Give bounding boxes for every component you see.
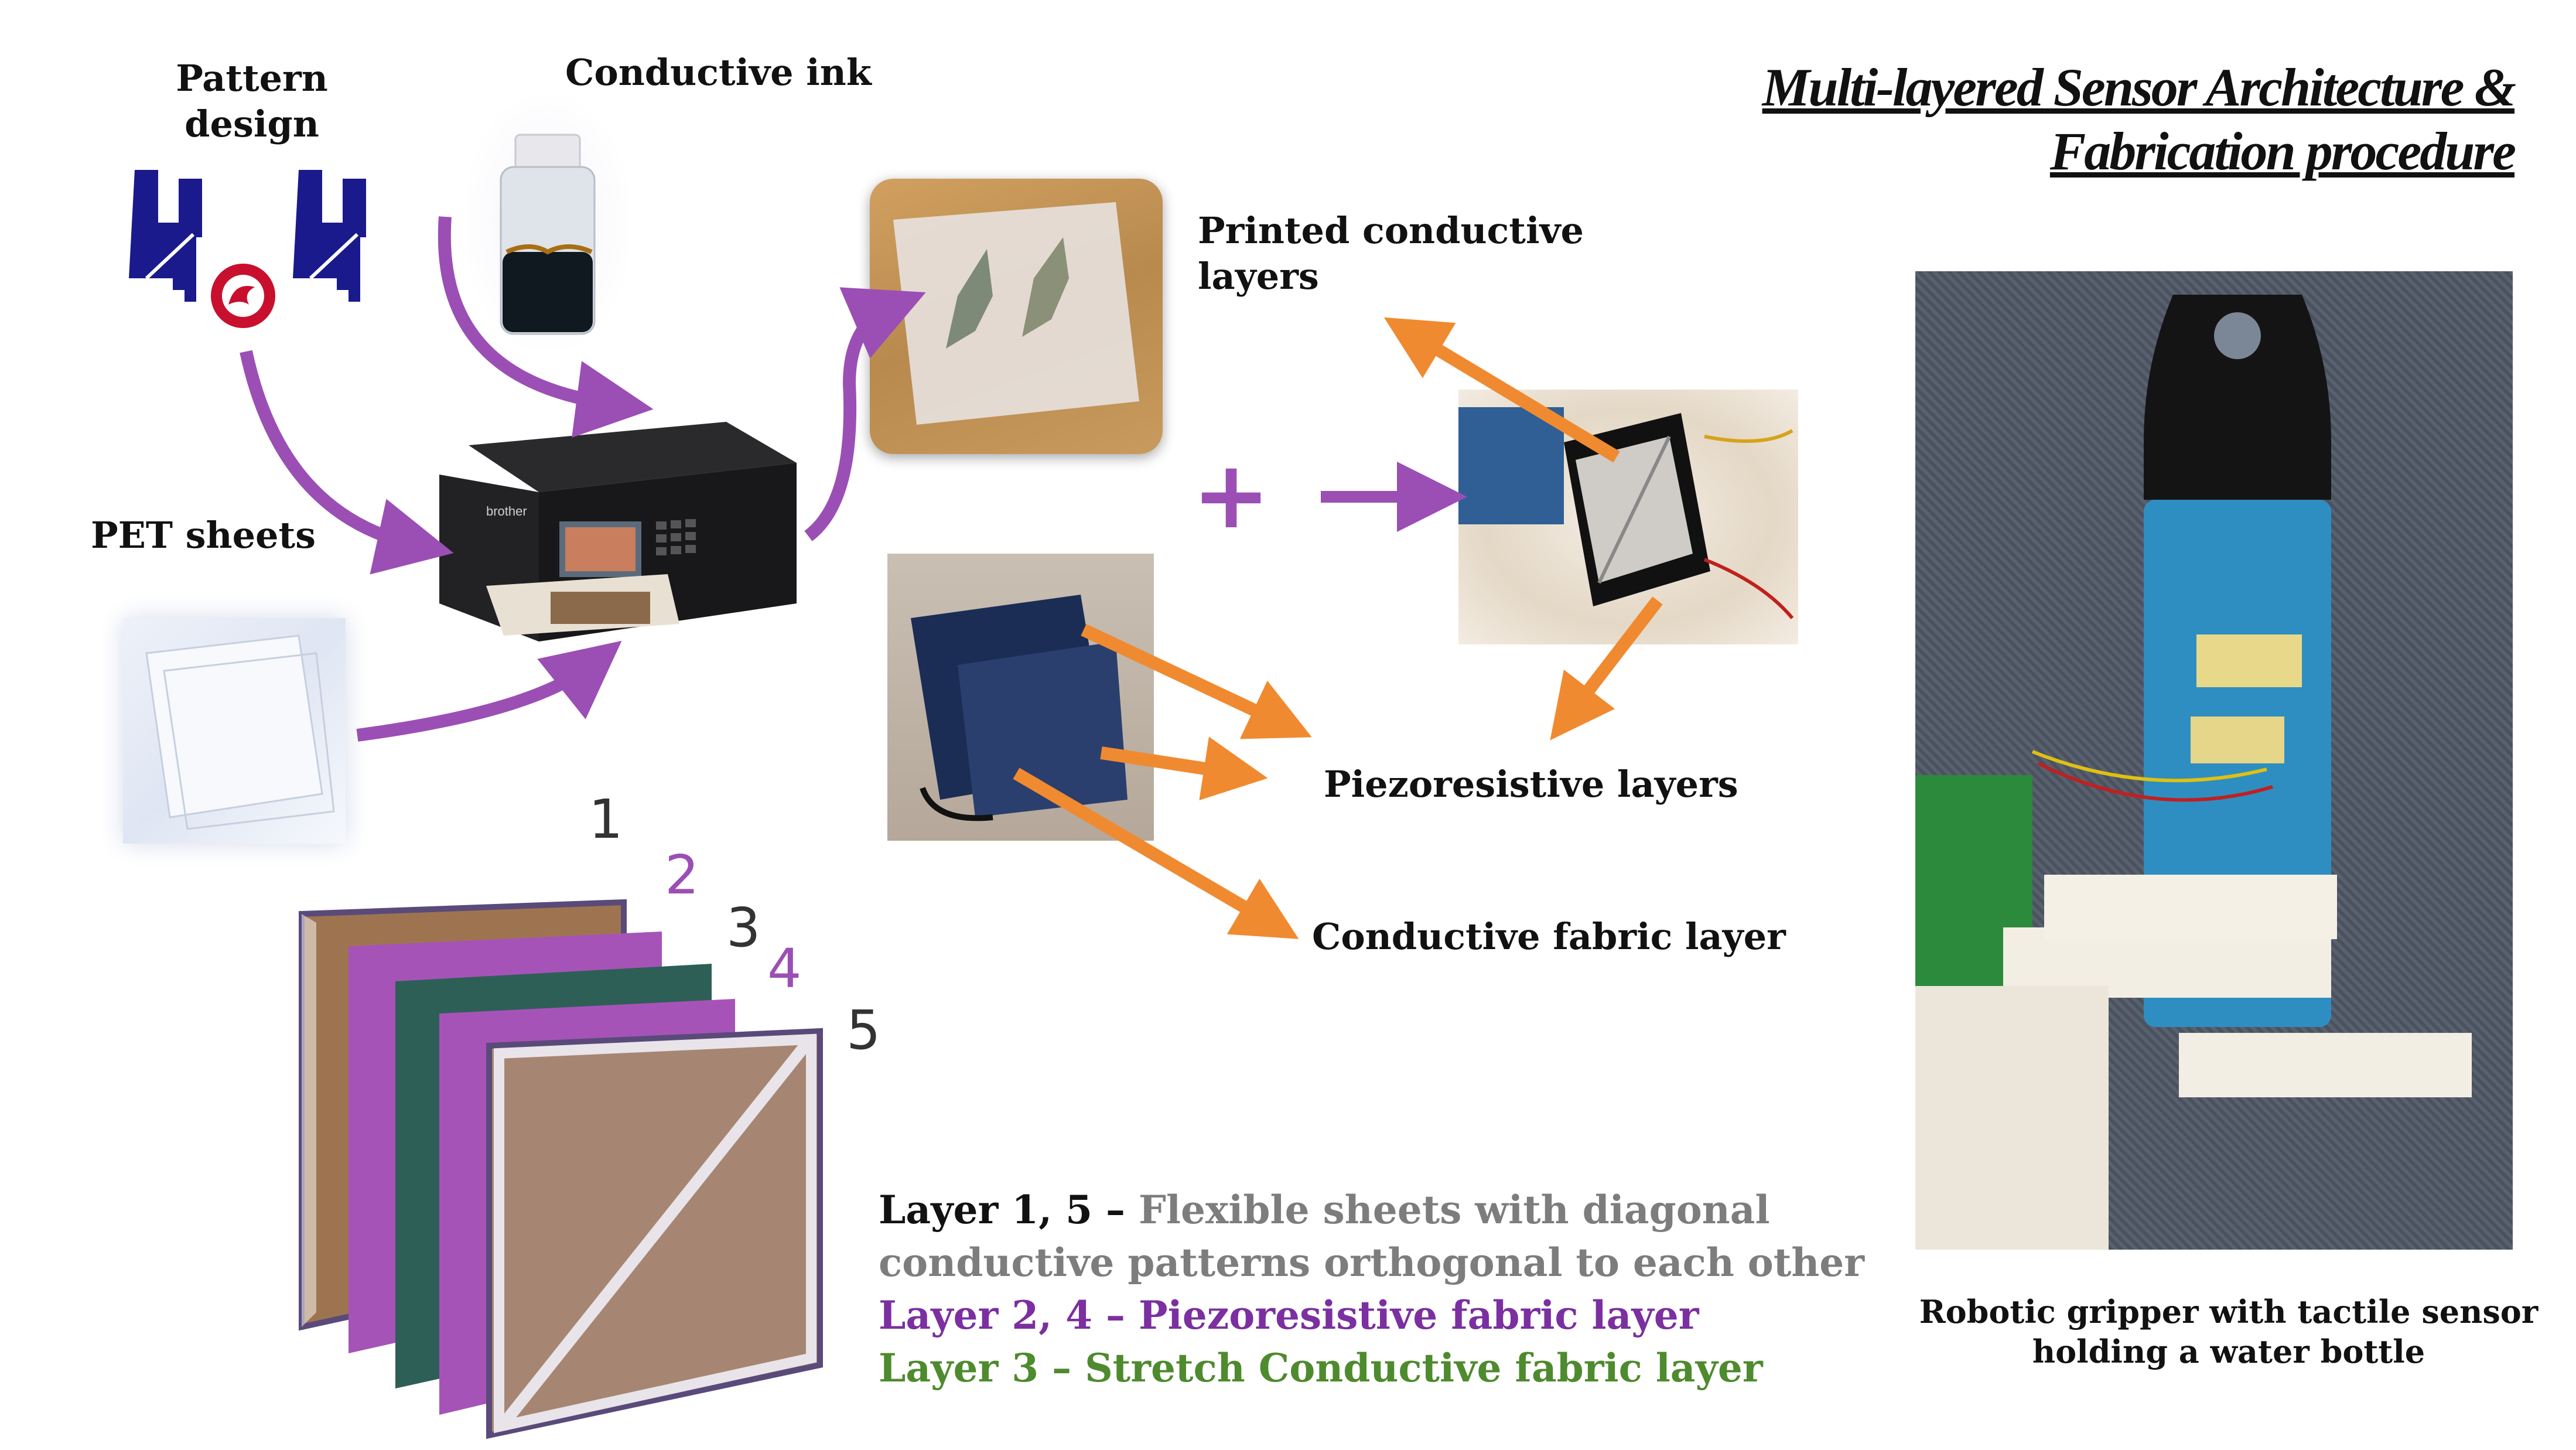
plus-sign: + — [1192, 440, 1271, 550]
piezoresistive-layers-label: Piezoresistive layers — [1324, 763, 1738, 806]
sensor-logo-icon — [211, 264, 275, 328]
arrow-pet-to-printer — [356, 640, 622, 742]
conductive-ink-photo — [466, 97, 630, 349]
title-line-1: Multi-layered Sensor Architecture & — [1762, 57, 2516, 117]
arrow-ink-to-printer — [438, 216, 654, 438]
layer-number-1: 1 — [589, 788, 623, 851]
arrow-device-to-printed-label — [1383, 317, 1620, 463]
printed-layers-label: Printed conductive layers — [1198, 208, 1584, 299]
fabric-photo — [887, 554, 1154, 841]
layer-number-4: 4 — [767, 937, 802, 1000]
legend-layer15-text: Flexible sheets with diagonal — [1139, 1187, 1770, 1233]
layer-stack-diagram — [299, 899, 823, 1439]
pattern-design-graphic — [129, 170, 366, 328]
robotic-gripper-photo — [1915, 271, 2513, 1250]
arrow-pattern-to-printer — [240, 350, 454, 575]
caption-line-2: holding a water bottle — [2032, 1333, 2425, 1370]
layer-5 — [486, 1028, 823, 1439]
legend-row-3: Layer 3 – Stretch Conductive fabric laye… — [879, 1345, 1763, 1391]
pet-sheets-photo — [123, 618, 346, 844]
gripper-caption: Robotic gripper with tactile sensor hold… — [1898, 1292, 2560, 1371]
arrow-fabric-to-piezo-1 — [1081, 624, 1312, 739]
legend-row-2: Layer 2, 4 – Piezoresistive fabric layer — [879, 1292, 1699, 1338]
pet-sheets-label: PET sheets — [91, 514, 316, 557]
page-title: Multi-layered Sensor Architecture & Fabr… — [1762, 56, 2516, 183]
layer-number-2: 2 — [665, 844, 699, 906]
layer-legend: Layer 1, 5 – Flexible sheets with diagon… — [879, 1183, 1864, 1394]
layer-number-3: 3 — [726, 896, 761, 959]
legend-row-1-cont: conductive patterns orthogonal to each o… — [879, 1240, 1865, 1285]
conductive-ink-label: Conductive ink — [565, 51, 872, 94]
arrow-device-to-piezo-label — [1550, 596, 1663, 741]
layer-number-5: 5 — [846, 999, 881, 1062]
arrow-fabric-to-piezo-2 — [1100, 736, 1268, 801]
pattern-design-line-2: design — [185, 102, 319, 145]
conductive-fabric-label: Conductive fabric layer — [1312, 915, 1786, 958]
legend-row-1: Layer 1, 5 – Flexible sheets with diagon… — [879, 1183, 1864, 1236]
arrow-fabric-to-conductive — [1013, 767, 1299, 939]
printer-brand: brother — [486, 504, 527, 518]
electrode-pattern-left — [129, 170, 202, 302]
device-photo — [1458, 390, 1798, 644]
legend-layer15-key: Layer 1, 5 – — [879, 1187, 1139, 1233]
printer-photo: brother — [433, 410, 808, 656]
pattern-design-line-1: Pattern — [176, 57, 328, 100]
electrode-pattern-right — [293, 170, 366, 302]
title-line-2: Fabrication procedure — [2049, 121, 2516, 181]
pattern-design-label: Pattern design — [176, 56, 328, 146]
arrow-printer-to-printed — [804, 287, 926, 541]
caption-line-1: Robotic gripper with tactile sensor — [1919, 1293, 2539, 1330]
printed-layers-line-1: Printed conductive — [1198, 209, 1584, 252]
printed-layers-line-2: layers — [1198, 254, 1319, 298]
